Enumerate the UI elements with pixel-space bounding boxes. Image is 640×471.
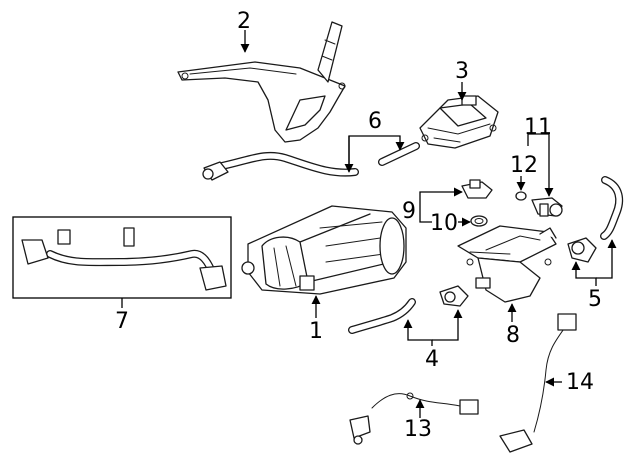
callout-14: 14 bbox=[566, 370, 594, 395]
callout-12: 12 bbox=[510, 153, 538, 178]
part-2-bracket bbox=[177, 21, 346, 143]
callout-8: 8 bbox=[506, 323, 520, 348]
part-4-hose bbox=[348, 285, 469, 334]
callout-2: 2 bbox=[237, 9, 251, 34]
part-12-o-ring bbox=[515, 191, 527, 201]
callout-3: 3 bbox=[455, 59, 469, 84]
callout-11: 11 bbox=[524, 115, 552, 140]
callout-1: 1 bbox=[309, 319, 323, 344]
callout-labels: 2 3 6 11 12 9 10 1 4 5 8 7 13 14 bbox=[115, 9, 602, 442]
part-6-hose bbox=[202, 142, 420, 181]
part-10-seal bbox=[470, 215, 488, 227]
part-9-valve bbox=[461, 179, 493, 199]
callout-4: 4 bbox=[425, 347, 439, 372]
part-11-sensor bbox=[531, 197, 563, 217]
callout-7: 7 bbox=[115, 309, 129, 334]
part-7-box bbox=[12, 216, 232, 299]
part-8-housing bbox=[457, 225, 557, 303]
callout-10: 10 bbox=[430, 211, 458, 236]
callout-13: 13 bbox=[404, 417, 432, 442]
part-3-module bbox=[419, 95, 499, 149]
callout-leaders bbox=[121, 30, 617, 418]
part-1-canister bbox=[241, 205, 407, 295]
callout-9: 9 bbox=[402, 199, 416, 224]
part-13-harness bbox=[349, 392, 479, 445]
part-14-cable bbox=[499, 313, 577, 453]
callout-6: 6 bbox=[368, 109, 382, 134]
part-5-hose bbox=[567, 176, 624, 263]
callout-5: 5 bbox=[588, 287, 602, 312]
